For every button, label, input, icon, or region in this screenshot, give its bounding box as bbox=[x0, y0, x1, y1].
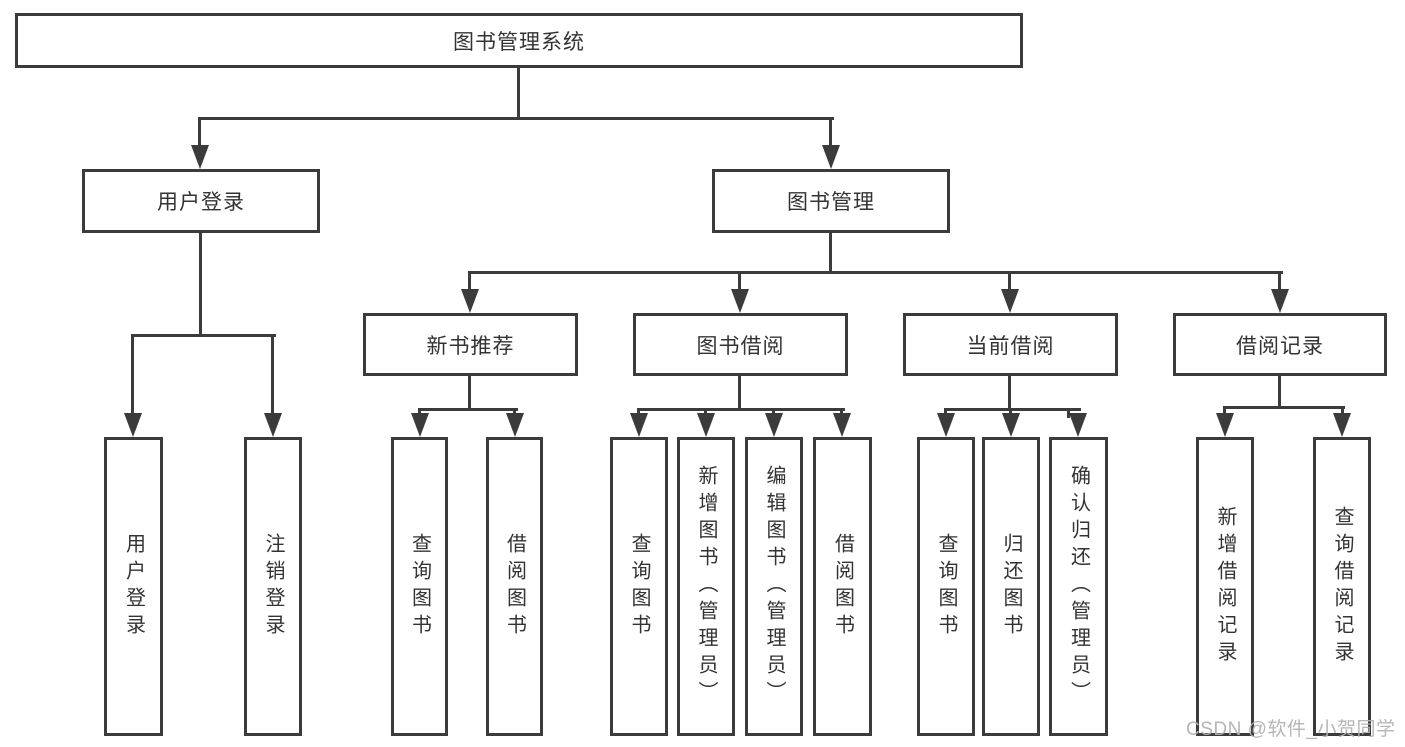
connector bbox=[1008, 271, 1011, 292]
leaf-borrow-books-recommend: 借阅图书 bbox=[486, 437, 543, 736]
arrowhead bbox=[630, 413, 648, 437]
arrowhead bbox=[937, 413, 955, 437]
leaf-logout: 注销登录 bbox=[244, 437, 302, 736]
arrowhead bbox=[833, 413, 851, 437]
arrowhead bbox=[191, 145, 209, 169]
connector bbox=[131, 334, 134, 416]
connector bbox=[199, 233, 202, 336]
arrowhead bbox=[731, 289, 749, 313]
arrowhead bbox=[1216, 413, 1234, 437]
leaf-add-books-admin: 新增图书（管理员） bbox=[677, 437, 735, 736]
leaf-return-books: 归还图书 bbox=[982, 437, 1040, 736]
leaf-borrow-books-borrowing: 借阅图书 bbox=[813, 437, 872, 736]
connector bbox=[738, 376, 741, 411]
connector bbox=[637, 408, 845, 411]
connector bbox=[418, 408, 518, 411]
connector bbox=[468, 376, 471, 411]
node-user-login: 用户登录 bbox=[82, 169, 320, 233]
connector bbox=[198, 117, 834, 120]
node-current-borrowing: 当前借阅 bbox=[903, 313, 1118, 376]
leaf-query-borrow-record: 查询借阅记录 bbox=[1313, 437, 1371, 736]
arrowhead bbox=[1001, 289, 1019, 313]
node-book-borrowing: 图书借阅 bbox=[633, 313, 848, 376]
arrowhead bbox=[461, 289, 479, 313]
connector bbox=[829, 233, 832, 274]
connector bbox=[738, 271, 741, 292]
connector bbox=[131, 334, 276, 337]
connector bbox=[1278, 376, 1281, 409]
connector bbox=[1223, 406, 1226, 418]
leaf-user-login: 用户登录 bbox=[104, 437, 163, 736]
arrowhead bbox=[264, 413, 282, 437]
node-borrowing-records: 借阅记录 bbox=[1173, 313, 1387, 376]
connector bbox=[1223, 406, 1345, 409]
arrowhead bbox=[697, 413, 715, 437]
connector bbox=[468, 271, 1283, 274]
leaf-query-books-recommend: 查询图书 bbox=[391, 437, 448, 736]
arrowhead bbox=[765, 413, 783, 437]
arrowhead bbox=[1333, 413, 1351, 437]
connector bbox=[468, 271, 471, 292]
arrowhead bbox=[822, 145, 840, 169]
arrowhead bbox=[411, 413, 429, 437]
connector bbox=[1278, 271, 1281, 292]
leaf-add-borrow-record: 新增借阅记录 bbox=[1196, 437, 1254, 736]
connector bbox=[1008, 376, 1011, 411]
connector bbox=[944, 408, 1081, 411]
csdn-watermark: CSDN @软件_小贺同学 bbox=[1186, 719, 1396, 740]
leaf-edit-books-admin: 编辑图书（管理员） bbox=[745, 437, 803, 736]
node-library-system: 图书管理系统 bbox=[15, 13, 1023, 68]
arrowhead bbox=[1069, 413, 1087, 437]
connector bbox=[517, 68, 520, 119]
connector bbox=[1341, 406, 1344, 418]
connector bbox=[198, 117, 201, 148]
connector bbox=[829, 117, 832, 148]
leaf-confirm-return-admin: 确认归还（管理员） bbox=[1049, 437, 1108, 736]
arrowhead bbox=[506, 413, 524, 437]
connector bbox=[1067, 408, 1070, 418]
node-new-book-recommend: 新书推荐 bbox=[363, 313, 578, 376]
leaf-query-books-borrowing: 查询图书 bbox=[610, 437, 668, 736]
arrowhead bbox=[1002, 413, 1020, 437]
arrowhead bbox=[124, 413, 142, 437]
leaf-query-books-current: 查询图书 bbox=[917, 437, 975, 736]
arrowhead bbox=[1271, 289, 1289, 313]
connector bbox=[271, 334, 274, 416]
node-book-management: 图书管理 bbox=[712, 169, 950, 233]
